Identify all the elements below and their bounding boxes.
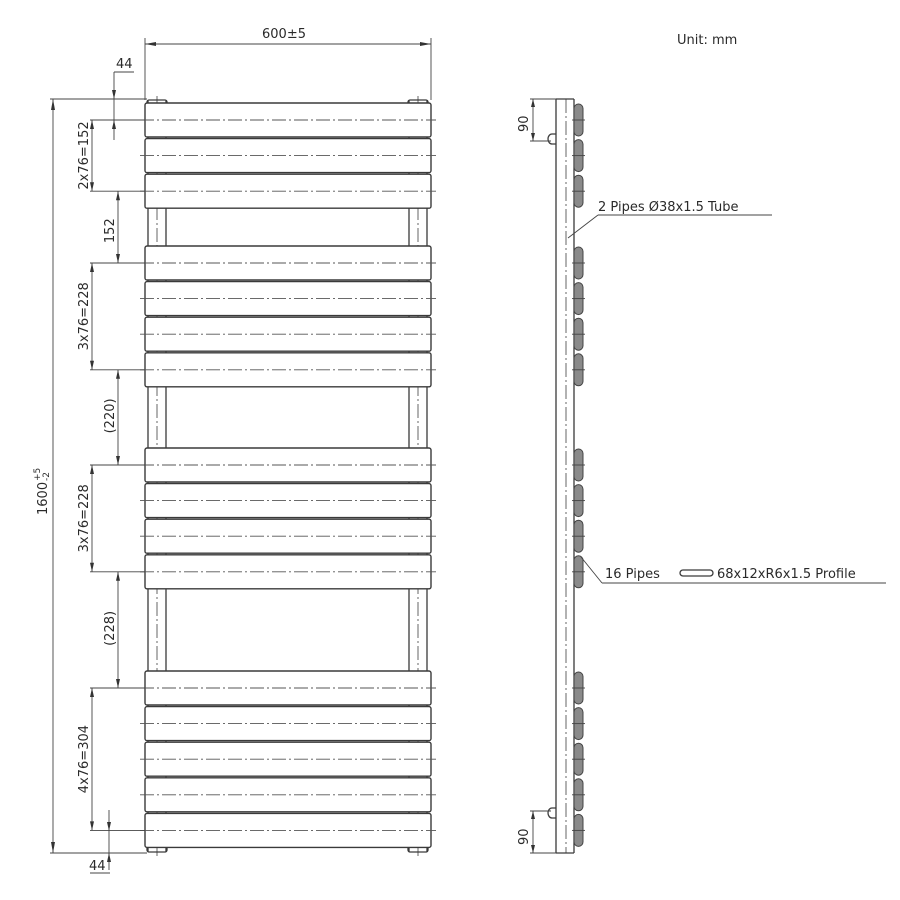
top-bracket-dimension: 90 (517, 98, 556, 142)
profile-shape-icon (679, 569, 714, 577)
gap-dim-label: (220) (103, 398, 118, 433)
width-dimension: 600±5 (144, 27, 432, 100)
bottom-offset-label: 44 (89, 859, 106, 874)
side-view (547, 98, 585, 854)
top-bracket-label: 90 (517, 115, 532, 132)
gap-dim-label: 152 (103, 218, 118, 243)
gap-dimensions: 152 (220) (228) (103, 191, 120, 688)
gap-dim-label: (228) (103, 611, 118, 646)
height-tol-lower: -2 (42, 472, 52, 481)
front-view (140, 96, 436, 856)
group-dim-label: 2x76=152 (77, 121, 92, 189)
profile-callout-suffix: 68x12xR6x1.5 Profile (717, 567, 856, 582)
top-bracket-icon (547, 133, 556, 145)
height-dimension: 1600 +5 -2 (33, 98, 147, 854)
profile-callout-prefix: 16 Pipes (605, 567, 660, 582)
arrow (116, 679, 120, 688)
top-offset-label: 44 (116, 57, 133, 72)
arrow (116, 456, 120, 465)
profile-callout: 16 Pipes 68x12xR6x1.5 Profile (580, 556, 886, 584)
arrow (90, 263, 94, 272)
arrow (116, 571, 120, 581)
arrow (116, 254, 120, 263)
bottom-offset-dimension: 44 (89, 810, 111, 874)
arrow (90, 562, 94, 572)
arrow (116, 369, 120, 379)
arrow (90, 465, 94, 474)
arrow (116, 191, 120, 201)
arrow (90, 688, 94, 697)
arrow (90, 360, 94, 370)
group-dim-label: 4x76=304 (77, 725, 92, 793)
arrow (90, 182, 94, 192)
arrow (90, 120, 94, 129)
unit-label: Unit: mm (677, 33, 737, 48)
group-dim-label: 3x76=228 (77, 484, 92, 552)
height-dim-label: 1600 (36, 482, 51, 515)
bottom-bracket-icon (547, 807, 556, 819)
group-dimensions: 2x76=152 3x76=228 3x76=228 4x76=304 (77, 119, 145, 831)
bottom-bracket-dimension: 90 (517, 810, 556, 854)
group-dim-label: 3x76=228 (77, 282, 92, 350)
arrow (90, 821, 94, 831)
tube-callout-label: 2 Pipes Ø38x1.5 Tube (598, 200, 738, 215)
tube-callout: 2 Pipes Ø38x1.5 Tube (567, 200, 772, 239)
bottom-bracket-label: 90 (517, 828, 532, 845)
width-dim-label: 600±5 (262, 27, 306, 42)
top-offset-dimension: 44 (112, 57, 134, 140)
height-tol-upper: +5 (33, 468, 43, 481)
horizontal-bars (140, 102, 436, 849)
profile-sections (572, 103, 585, 847)
